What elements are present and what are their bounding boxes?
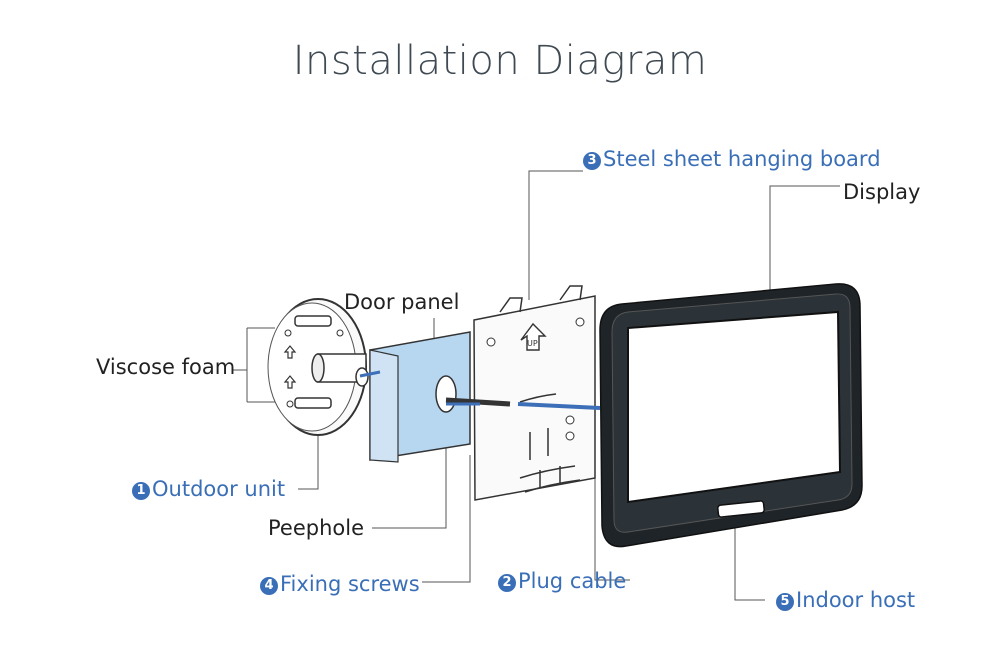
label-display: Display: [843, 180, 921, 204]
number-badge-4: 4: [260, 577, 278, 595]
leader-fixing-screws: [422, 455, 471, 583]
leader-peephole: [372, 410, 447, 529]
leader-display: [769, 185, 840, 320]
number-badge-2: 2: [498, 574, 516, 592]
number-badge-1: 1: [132, 482, 150, 500]
number-badge-5: 5: [776, 593, 794, 611]
door-panel-illustration: [369, 331, 471, 463]
label-peephole: Peephole: [268, 516, 364, 540]
label-door-panel: Door panel: [344, 290, 460, 314]
number-badge-3: 3: [583, 152, 601, 170]
indoor-host-illustration: [599, 283, 863, 548]
leader-outdoor-unit: [298, 428, 319, 490]
fixing-screws-and-cable: [359, 370, 601, 410]
label-viscose-foam: Viscose foam: [96, 355, 236, 379]
outdoor-unit-illustration: [267, 298, 369, 436]
steel-sheet-illustration: UP: [473, 285, 596, 501]
diagram-title: Installation Diagram: [292, 38, 708, 84]
leader-steel-sheet: [528, 170, 583, 300]
plate-up-text: UP: [527, 339, 538, 348]
